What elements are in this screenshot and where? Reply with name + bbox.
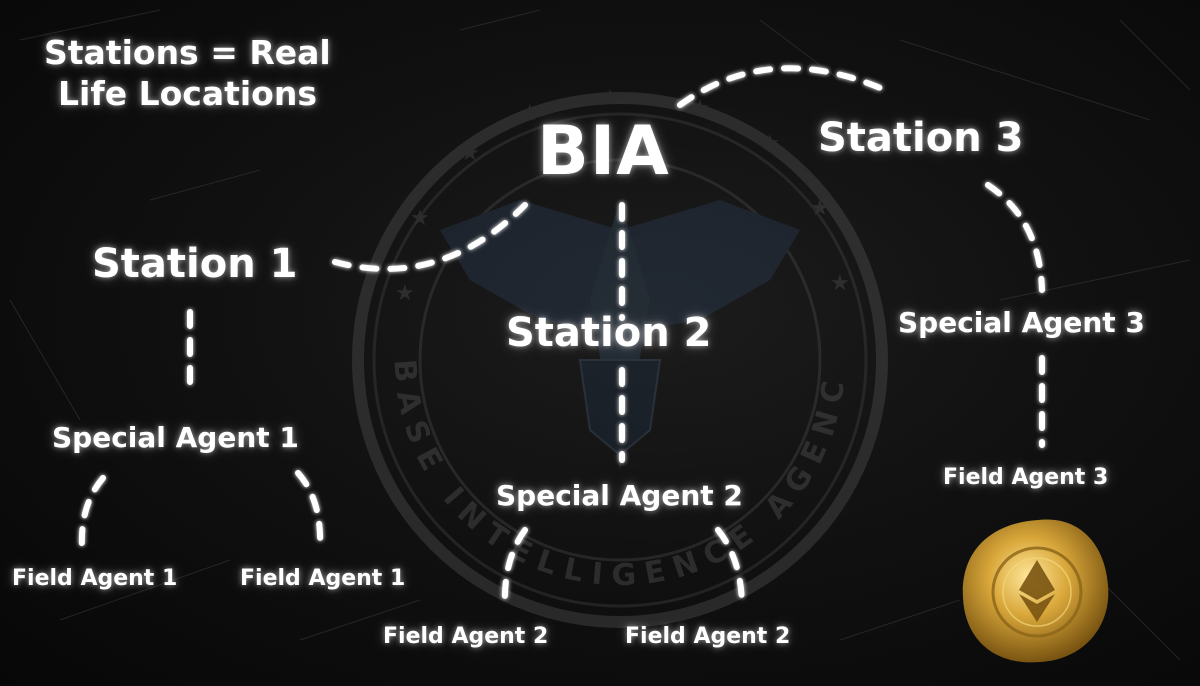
connector-station3-special3 [985, 182, 1045, 293]
station-3-node: Station 3 [818, 115, 1024, 161]
field-agent-1b-node: Field Agent 1 [240, 566, 406, 591]
connector-special1-field1a [78, 475, 106, 551]
root-node-bia: BIA [537, 112, 670, 191]
note-line-2: Life Locations [58, 74, 317, 113]
svg-text:★: ★ [760, 131, 780, 156]
svg-text:★: ★ [460, 141, 480, 166]
svg-text:★: ★ [830, 271, 850, 296]
station-2-node: Station 2 [506, 310, 712, 356]
special-agent-2-node: Special Agent 2 [496, 479, 743, 512]
connector-bia-station3 [677, 65, 888, 108]
field-agent-2b-node: Field Agent 2 [625, 624, 791, 649]
connector-bia-station1 [332, 202, 528, 272]
svg-text:★: ★ [810, 196, 830, 221]
scratch-texture [9, 9, 1191, 661]
note-line-1: Stations = Real [44, 33, 331, 72]
connector-special2-field2b [715, 527, 745, 611]
field-agent-1a-node: Field Agent 1 [12, 566, 178, 591]
special-agent-3-node: Special Agent 3 [898, 306, 1145, 339]
svg-text:★: ★ [600, 86, 620, 111]
gold-wax-seal-icon [962, 519, 1109, 663]
station-1-node: Station 1 [92, 241, 298, 287]
svg-text:★: ★ [395, 281, 415, 306]
ethereum-icon [1019, 560, 1055, 622]
field-agent-3-node: Field Agent 3 [943, 465, 1109, 490]
svg-text:★: ★ [520, 101, 540, 126]
special-agent-1-node: Special Agent 1 [52, 421, 299, 454]
connector-lines [78, 65, 1045, 611]
connector-special1-field1b [295, 470, 324, 551]
svg-text:★: ★ [690, 96, 710, 121]
svg-text:★: ★ [410, 206, 430, 231]
field-agent-2a-node: Field Agent 2 [383, 624, 549, 649]
connector-special2-field2a [501, 527, 528, 611]
